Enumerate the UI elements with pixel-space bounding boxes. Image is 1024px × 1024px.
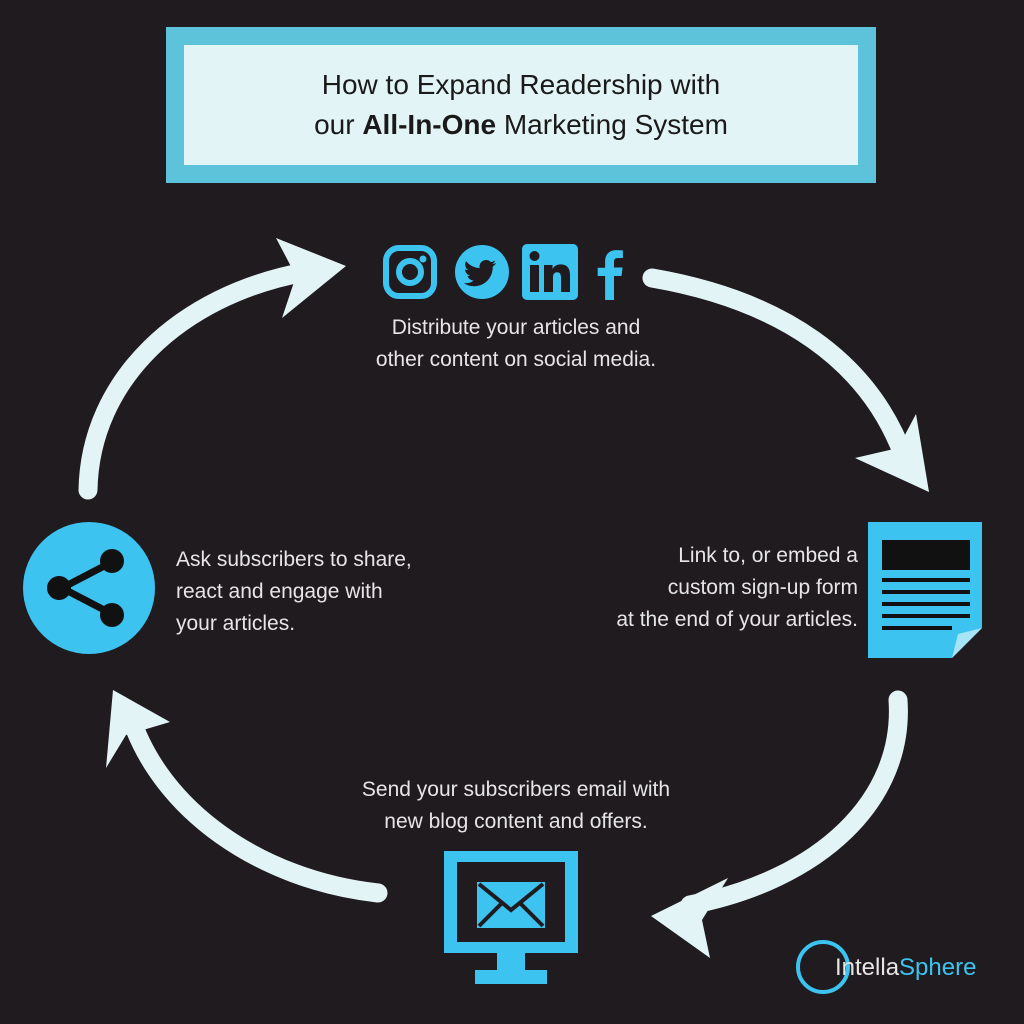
monitor-envelope-icon	[444, 851, 578, 984]
step-share-text: Ask subscribers to share, react and enga…	[176, 544, 466, 640]
share-icon	[23, 522, 155, 654]
twitter-icon	[455, 245, 509, 299]
arrow-top-to-right	[642, 268, 915, 470]
title-box: How to Expand Readership with our All-In…	[166, 27, 876, 183]
title-line-2-bold: All-In-One	[362, 109, 497, 140]
step-social-text: Distribute your articles and other conte…	[330, 312, 702, 376]
step-signup-text: Link to, or embed a custom sign-up form …	[560, 540, 858, 636]
arrow-right-to-bottom	[680, 690, 908, 915]
arrowhead-left	[106, 690, 170, 768]
title-line-2: our All-In-One Marketing System	[314, 105, 728, 145]
step-social-line-1: Distribute your articles and	[391, 316, 641, 339]
title-line-2-prefix: our	[314, 109, 363, 140]
step-email-line-2: new blog content and offers.	[384, 810, 648, 833]
document-icon	[868, 522, 982, 658]
arrow-bottom-to-left	[120, 705, 388, 903]
instagram-icon	[383, 245, 437, 299]
arrowhead-top	[276, 238, 346, 318]
title-line-1: How to Expand Readership with	[321, 69, 721, 100]
step-share-line-1: Ask subscribers to share,	[176, 548, 412, 571]
step-signup-line-2: custom sign-up form	[667, 576, 858, 599]
intellasphere-logo: IntellaSphere	[835, 954, 976, 982]
step-share-line-3: your articles.	[176, 612, 296, 635]
step-social-line-2: other content on social media.	[375, 348, 657, 371]
arrowhead-bottom	[651, 878, 728, 958]
step-email-text: Send your subscribers email with new blo…	[300, 774, 732, 838]
step-signup-line-3: at the end of your articles.	[616, 608, 858, 631]
step-signup-line-1: Link to, or embed a	[678, 544, 858, 567]
title-panel: How to Expand Readership with our All-In…	[184, 45, 858, 165]
arrowhead-right	[855, 414, 929, 492]
logo-part-1: Intella	[835, 954, 900, 981]
intellasphere-logo-icon	[796, 940, 850, 994]
logo-part-2: Sphere	[899, 954, 977, 981]
step-email-line-1: Send your subscribers email with	[361, 778, 671, 801]
step-share-line-2: react and engage with	[176, 580, 383, 603]
linkedin-icon	[522, 244, 578, 300]
arrow-left-to-top	[78, 262, 315, 500]
title-line-2-suffix: Marketing System	[496, 109, 728, 140]
facebook-icon	[597, 250, 623, 300]
